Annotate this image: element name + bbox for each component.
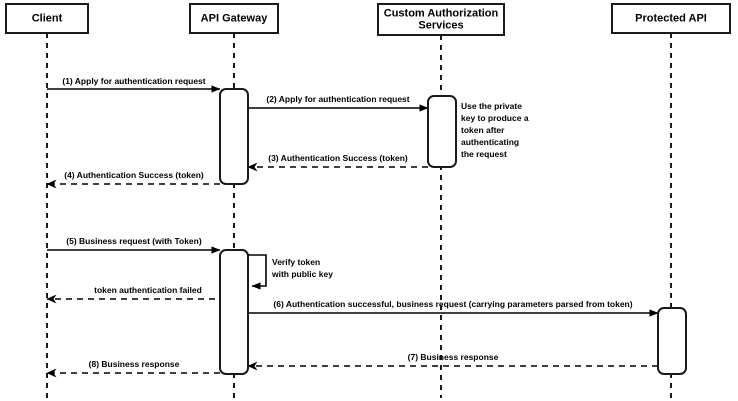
- note-private-key-note-line: token after: [461, 125, 505, 135]
- message-label-3: (3) Authentication Success (token): [268, 153, 408, 163]
- activation-bar-gw-act-2: [219, 249, 249, 375]
- participant-box-gateway[interactable]: [189, 3, 279, 34]
- participant-box-api[interactable]: [611, 3, 731, 34]
- message-label-4: (4) Authentication Success (token): [64, 170, 204, 180]
- message-label-6: (6) Authentication successful, business …: [273, 299, 632, 309]
- self-message-label-verify-token: Verify token: [272, 257, 320, 267]
- self-message-label-verify-token: with public key: [271, 269, 333, 279]
- activation-bar-gw-act-1: [219, 88, 249, 185]
- participant-box-auth[interactable]: [377, 3, 505, 36]
- message-label-5: (5) Business request (with Token): [66, 236, 202, 246]
- participant-label-auth: Custom Authorization: [384, 7, 499, 19]
- note-private-key-note-line: the request: [461, 149, 507, 159]
- participant-label-auth: Services: [418, 19, 463, 31]
- activation-bar-auth-act-1: [427, 95, 457, 168]
- message-label-fail: token authentication failed: [94, 285, 202, 295]
- messages-layer: [46, 85, 659, 378]
- labels-layer: (1) Apply for authentication request (2) …: [62, 76, 632, 369]
- participant-label-gateway: API Gateway: [201, 12, 269, 24]
- note-private-key-note-line: Use the private: [461, 101, 522, 111]
- participant-boxes-layer: Client API Gateway Custom AuthorizationSer…: [5, 3, 731, 36]
- message-label-1: (1) Apply for authentication request: [62, 76, 205, 86]
- notes-layer: Use the private key to produce a token aft…: [461, 101, 529, 159]
- message-label-7: (7) Business response: [408, 352, 499, 362]
- participant-label-api: Protected API: [635, 12, 707, 24]
- self-messages-layer: Verify token with public key: [248, 254, 333, 290]
- participant-label-client: Client: [32, 12, 63, 24]
- message-label-2: (2) Apply for authentication request: [266, 94, 409, 104]
- lifelines-layer: [46, 33, 672, 398]
- activation-bar-api-act-1: [657, 307, 687, 375]
- participant-box-client[interactable]: [5, 3, 89, 34]
- activations-layer: [219, 88, 687, 375]
- note-private-key-note-line: key to produce a: [461, 113, 529, 123]
- message-label-8: (8) Business response: [89, 359, 180, 369]
- note-private-key-note-line: authenticating: [461, 137, 519, 147]
- self-message-verify-token: [248, 254, 267, 290]
